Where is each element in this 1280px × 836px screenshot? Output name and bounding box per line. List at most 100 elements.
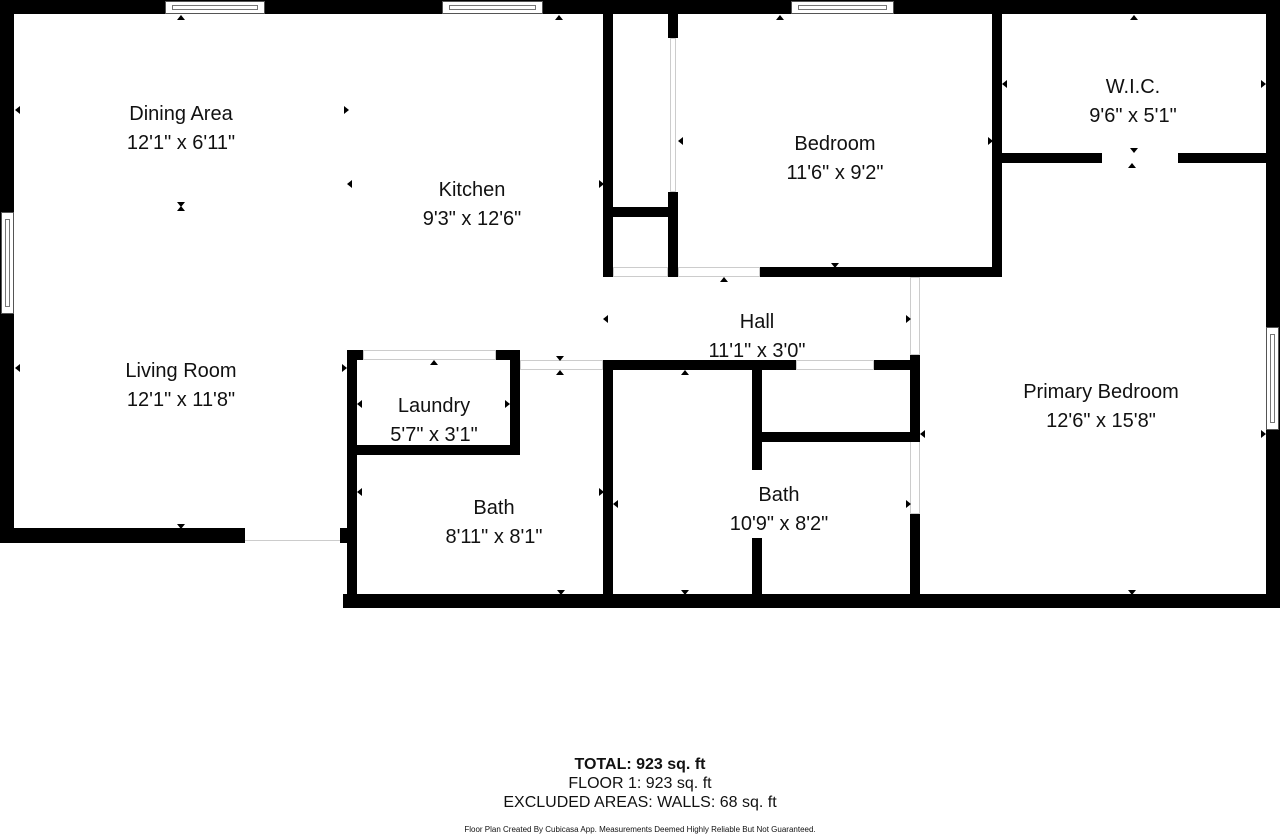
marker-icon — [556, 356, 564, 361]
room-bedroom: Bedroom 11'6" x 9'2" — [786, 130, 883, 188]
room-name: Bath — [758, 484, 800, 506]
room-bath-1: Bath 8'11" x 8'1" — [445, 494, 542, 552]
wall-bedroom-right — [992, 0, 1002, 277]
wall-laundry-bottom — [347, 445, 520, 455]
room-dims: 12'1" x 6'11" — [126, 132, 236, 154]
wall-bottom — [343, 594, 1280, 608]
wall-bedroom-bottom — [760, 267, 1002, 277]
marker-icon — [342, 364, 347, 372]
room-dims: 9'6" x 5'1" — [1089, 105, 1177, 127]
wall-wic-bottom-left — [992, 153, 1102, 163]
marker-icon — [15, 364, 20, 372]
marker-icon — [720, 277, 728, 282]
closet-door-bottom — [613, 267, 668, 277]
room-kitchen: Kitchen 9'3" x 12'6" — [423, 176, 522, 234]
room-name: Primary Bedroom — [1023, 381, 1179, 403]
marker-icon — [1002, 80, 1007, 88]
wall-top — [0, 0, 1280, 14]
marker-icon — [681, 370, 689, 375]
room-dims: 8'11" x 8'1" — [445, 526, 543, 548]
wall-laundry-right — [510, 350, 520, 455]
wall-bath2-shelf — [752, 432, 920, 442]
total-area: TOTAL: 923 sq. ft — [574, 756, 706, 773]
wall-primary-left — [910, 355, 920, 440]
room-laundry: Laundry 5'7" x 3'1" — [390, 392, 477, 450]
room-dims: 11'6" x 9'2" — [786, 162, 884, 184]
marker-icon — [557, 590, 565, 595]
window-living — [1, 212, 14, 314]
bedroom-door — [678, 267, 760, 277]
marker-icon — [1261, 430, 1266, 438]
marker-icon — [831, 263, 839, 268]
room-name: Hall — [739, 311, 775, 333]
wall-bath2-top-right — [874, 360, 920, 370]
marker-icon — [906, 315, 911, 323]
wall-closet-right-top — [668, 0, 678, 38]
front-door-opening — [245, 540, 340, 543]
primary-door-top — [910, 277, 920, 355]
marker-icon — [430, 360, 438, 365]
marker-icon — [988, 137, 993, 145]
marker-icon — [1261, 80, 1266, 88]
wall-closet-right-bottom — [668, 192, 678, 277]
marker-icon — [678, 137, 683, 145]
wall-stub — [340, 528, 350, 543]
marker-icon — [15, 106, 20, 114]
bath2-closet-door — [796, 360, 874, 370]
wall-living-bottom — [0, 528, 245, 543]
room-wic: W.I.C. 9'6" x 5'1" — [1089, 73, 1176, 131]
marker-icon — [776, 15, 784, 20]
marker-icon — [681, 590, 689, 595]
marker-icon — [177, 206, 185, 211]
marker-icon — [177, 202, 185, 207]
wall-primary-left-lower — [910, 514, 920, 608]
marker-icon — [344, 106, 349, 114]
window-kitchen — [442, 1, 543, 14]
closet-door — [670, 38, 676, 192]
marker-icon — [556, 370, 564, 375]
floor-plan: Dining Area 12'1" x 6'11" Kitchen 9'3" x… — [0, 0, 1280, 608]
marker-icon — [599, 180, 604, 188]
room-name: Dining Area — [129, 103, 233, 125]
marker-icon — [555, 15, 563, 20]
wall-wic-bottom-right — [1178, 153, 1276, 163]
room-living-room: Living Room 12'1" x 11'8" — [125, 357, 236, 415]
marker-icon — [613, 500, 618, 508]
primary-bath-door — [910, 440, 920, 514]
room-bath-2: Bath 10'9" x 8'2" — [730, 481, 829, 539]
wall-bath2-top-left — [603, 360, 796, 370]
marker-icon — [357, 400, 362, 408]
room-name: W.I.C. — [1105, 76, 1161, 98]
laundry-door — [363, 350, 496, 360]
room-name: Laundry — [397, 395, 471, 417]
marker-icon — [505, 400, 510, 408]
room-hall: Hall 11'1" x 3'0" — [708, 308, 805, 366]
room-dims: 9'3" x 12'6" — [422, 208, 522, 230]
disclaimer: Floor Plan Created By Cubicasa App. Meas… — [464, 825, 816, 834]
room-name: Living Room — [125, 360, 237, 382]
wall-baths-left — [347, 350, 357, 608]
room-name: Kitchen — [438, 179, 506, 201]
marker-icon — [603, 315, 608, 323]
window-bedroom — [791, 1, 894, 14]
room-dims: 12'1" x 11'8" — [126, 389, 236, 411]
wall-bath1-right — [603, 360, 613, 608]
marker-icon — [357, 488, 362, 496]
room-dims: 10'9" x 8'2" — [729, 513, 829, 535]
window-dining — [165, 1, 265, 14]
wall-right — [1266, 0, 1280, 608]
room-name: Bedroom — [794, 133, 876, 155]
wall-laundry-top-left — [347, 350, 363, 360]
room-primary-bedroom: Primary Bedroom 12'6" x 15'8" — [1023, 378, 1179, 436]
marker-icon — [1128, 590, 1136, 595]
room-dims: 11'1" x 3'0" — [708, 340, 806, 362]
wall-bath2-lower — [752, 538, 762, 608]
room-dims: 12'6" x 15'8" — [1046, 410, 1156, 432]
marker-icon — [1130, 148, 1138, 153]
marker-icon — [920, 430, 925, 438]
marker-icon — [1128, 163, 1136, 168]
room-dining-area: Dining Area 12'1" x 6'11" — [127, 100, 235, 158]
wall-laundry-top-right — [496, 350, 520, 360]
marker-icon — [177, 15, 185, 20]
marker-icon — [906, 500, 911, 508]
